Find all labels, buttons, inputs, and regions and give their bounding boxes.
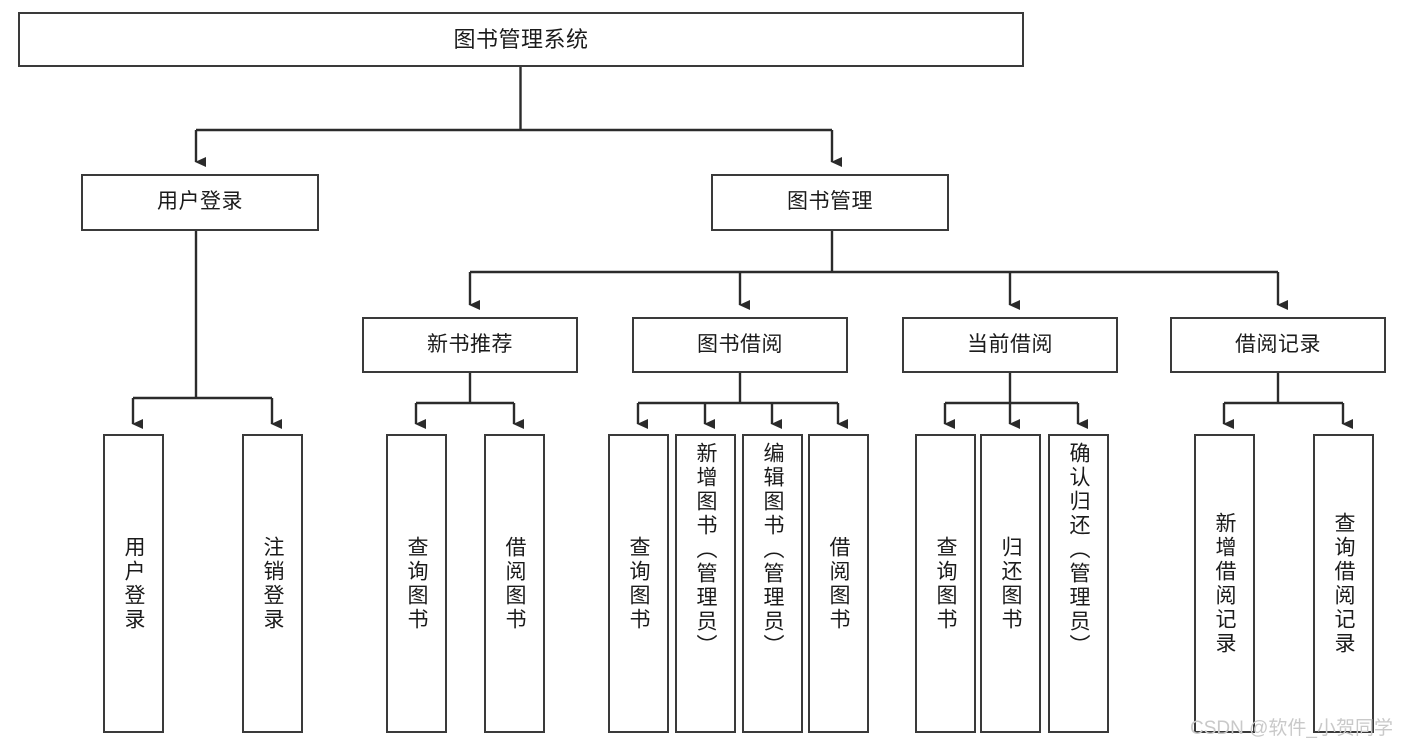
node-leaf-logout-label: 注销登录 — [261, 535, 284, 632]
node-current[interactable]: 当前借阅 — [902, 317, 1118, 373]
node-leaf-query-book-1-label: 查询图书 — [405, 535, 428, 632]
node-bookmgmt[interactable]: 图书管理 — [711, 174, 949, 231]
csdn-watermark: CSDN @软件_小贺同学 — [1190, 718, 1393, 739]
node-leaf-edit-book-label: 编辑图书（管理员） — [761, 442, 784, 658]
node-leaf-query-book-1[interactable]: 查询图书 — [386, 434, 447, 733]
node-current-label: 当前借阅 — [967, 332, 1053, 356]
node-leaf-add-record[interactable]: 新增借阅记录 — [1194, 434, 1255, 733]
node-leaf-edit-book[interactable]: 编辑图书（管理员） — [742, 434, 803, 733]
node-leaf-confirm-return-label: 确认归还（管理员） — [1067, 442, 1090, 658]
node-leaf-query-record-label: 查询借阅记录 — [1332, 511, 1355, 656]
node-login-label: 用户登录 — [157, 190, 243, 214]
node-leaf-query-book-2[interactable]: 查询图书 — [608, 434, 669, 733]
node-newbook[interactable]: 新书推荐 — [362, 317, 578, 373]
node-leaf-user-login-label: 用户登录 — [122, 535, 145, 632]
node-borrow[interactable]: 图书借阅 — [632, 317, 848, 373]
node-leaf-query-book-3[interactable]: 查询图书 — [915, 434, 976, 733]
node-root-label: 图书管理系统 — [453, 26, 589, 52]
node-leaf-return-book-label: 归还图书 — [999, 535, 1022, 632]
node-records[interactable]: 借阅记录 — [1170, 317, 1386, 373]
node-leaf-logout[interactable]: 注销登录 — [242, 434, 303, 733]
node-leaf-user-login[interactable]: 用户登录 — [103, 434, 164, 733]
node-borrow-label: 图书借阅 — [697, 332, 783, 356]
node-login[interactable]: 用户登录 — [81, 174, 319, 231]
node-leaf-return-book[interactable]: 归还图书 — [980, 434, 1041, 733]
node-records-label: 借阅记录 — [1235, 332, 1321, 356]
node-leaf-borrow-book-1-label: 借阅图书 — [503, 535, 526, 632]
node-leaf-add-book-label: 新增图书（管理员） — [694, 442, 717, 658]
node-leaf-borrow-book-1[interactable]: 借阅图书 — [484, 434, 545, 733]
node-leaf-borrow-book-2[interactable]: 借阅图书 — [808, 434, 869, 733]
node-leaf-add-record-label: 新增借阅记录 — [1213, 511, 1236, 656]
node-bookmgmt-label: 图书管理 — [787, 190, 873, 214]
node-leaf-query-book-2-label: 查询图书 — [627, 535, 650, 632]
node-leaf-add-book[interactable]: 新增图书（管理员） — [675, 434, 736, 733]
node-leaf-confirm-return[interactable]: 确认归还（管理员） — [1048, 434, 1109, 733]
node-leaf-query-book-3-label: 查询图书 — [934, 535, 957, 632]
node-leaf-borrow-book-2-label: 借阅图书 — [827, 535, 850, 632]
node-root[interactable]: 图书管理系统 — [18, 12, 1024, 67]
node-leaf-query-record[interactable]: 查询借阅记录 — [1313, 434, 1374, 733]
node-newbook-label: 新书推荐 — [427, 332, 513, 356]
